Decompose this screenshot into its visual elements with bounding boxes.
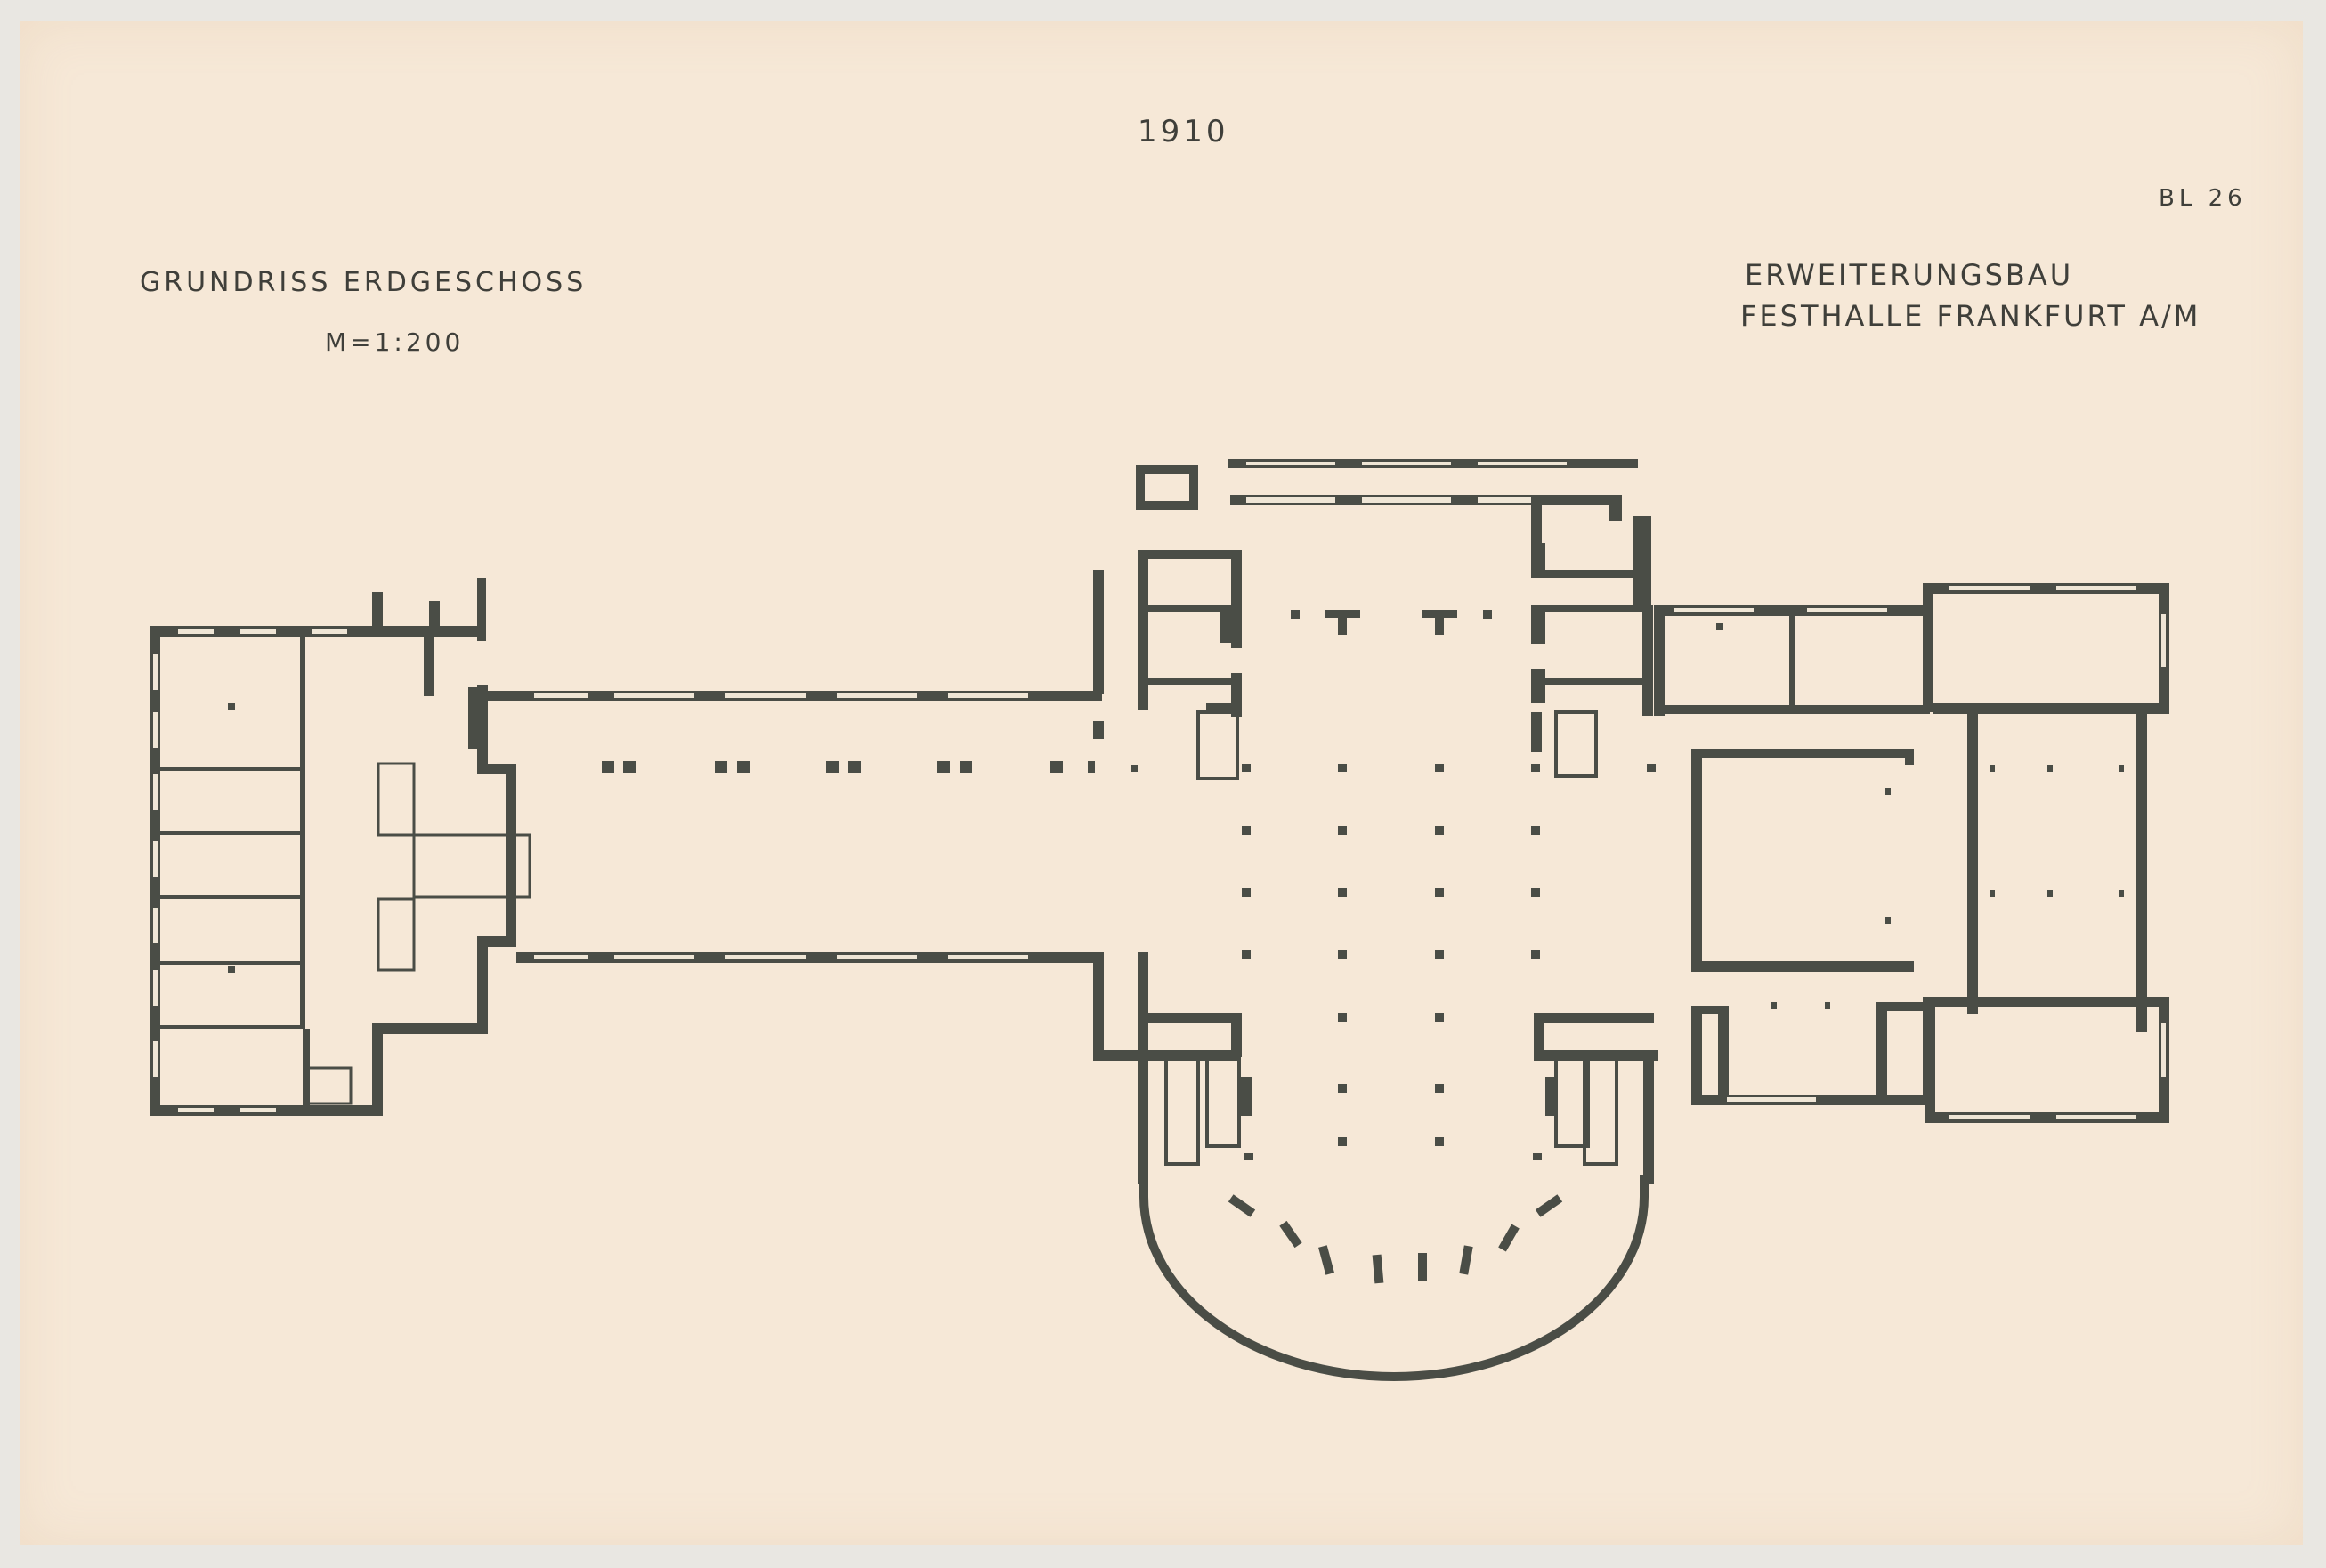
paper-sheet [20,21,2303,1545]
left-wing [150,578,516,1116]
project-location: FESTHALLE FRANKFURT A/M [1740,299,2201,333]
window-openings [153,462,2166,1119]
year-label: 1910 [1138,114,1229,150]
central-hall [1136,459,1658,1381]
project-title: ERWEITERUNGSBAU [1745,258,2074,292]
gallery-corridor [479,570,1147,1061]
drawing-title: GRUNDRISS ERDGESCHOSS [140,267,588,298]
sheet-number: BL 26 [2159,185,2247,212]
left-stairs [304,762,531,1105]
drawing-scale: M=1:200 [325,327,465,357]
right-wing [1654,583,2169,1123]
apse [1139,1175,1649,1381]
hall-columns [1242,610,1656,1160]
